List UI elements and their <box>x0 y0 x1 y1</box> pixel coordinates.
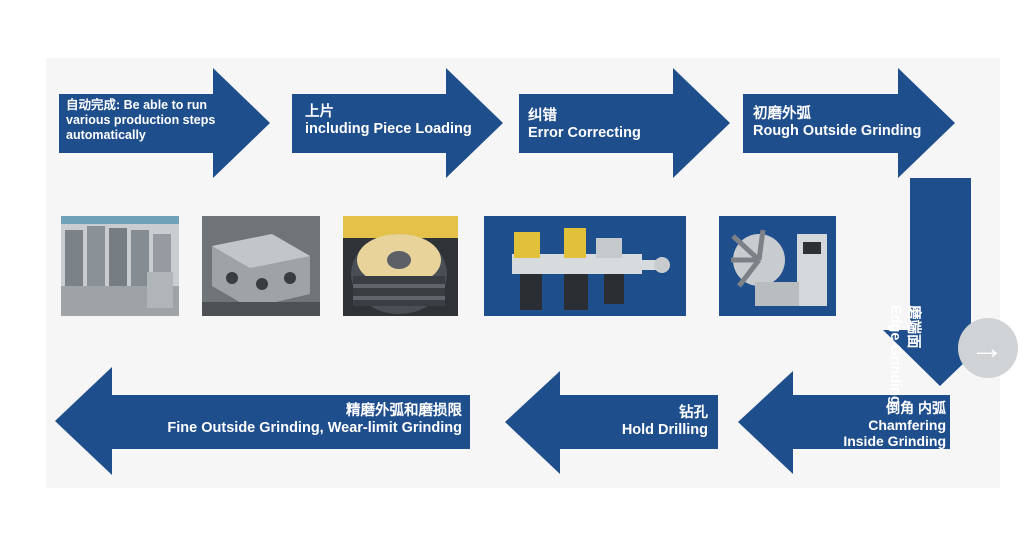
step-rough-en: Rough Outside Grinding <box>753 123 922 140</box>
arrow-rough <box>743 68 955 178</box>
machine-photo-4-graphic <box>484 216 686 316</box>
step-error-label: 纠错 Error Correcting <box>528 108 688 143</box>
machine-photo-2-graphic <box>202 216 320 316</box>
next-arrow-icon: → <box>970 329 1004 367</box>
step-chamfer-cn: 倒角 内弧 <box>886 400 946 416</box>
step-auto-cn: 自动完成: <box>66 98 121 112</box>
arrow-fine <box>55 367 470 475</box>
arrow-loading <box>292 68 503 178</box>
step-chamfer-label: 倒角 内弧 Chamfering Inside Grinding <box>800 400 946 450</box>
machine-photo-1 <box>61 216 179 316</box>
arrow-chamfer <box>738 371 950 474</box>
step-fine-cn: 精磨外弧和磨损限 <box>346 403 462 419</box>
step-auto-label: 自动完成: Be able to run various production … <box>66 98 246 143</box>
machine-photo-4 <box>484 216 686 316</box>
step-rough-cn: 初磨外弧 <box>753 106 811 122</box>
arrow-drill <box>505 371 718 474</box>
step-loading-cn: 上片 <box>305 104 334 120</box>
arrow-error <box>519 68 730 178</box>
step-error-cn: 纠错 <box>528 108 557 124</box>
step-loading-label: 上片 including Piece Loading <box>305 104 505 139</box>
step-loading-en: including Piece Loading <box>305 121 472 138</box>
machine-photo-3-graphic <box>343 216 458 316</box>
step-chamfer-en: Chamfering <box>868 416 946 433</box>
machine-photo-5-graphic <box>719 216 836 316</box>
step-drill-cn: 钻孔 <box>679 405 708 421</box>
machine-photo-1-graphic <box>61 216 179 316</box>
step-chamfer-en2: Inside Grinding <box>843 433 946 450</box>
next-arrow-button[interactable]: → <box>958 318 1018 378</box>
step-rough-label: 初磨外弧 Rough Outside Grinding <box>753 106 953 141</box>
machine-photo-5 <box>719 216 836 316</box>
step-error-en: Error Correcting <box>528 125 641 142</box>
step-fine-en: Fine Outside Grinding, Wear-limit Grindi… <box>167 420 462 437</box>
step-auto-en: Be able to run various production steps … <box>66 98 216 142</box>
step-drill-label: 钻孔 Hold Drilling <box>560 405 708 440</box>
step-fine-label: 精磨外弧和磨损限 Fine Outside Grinding, Wear-lim… <box>120 403 462 438</box>
step-drill-en: Hold Drilling <box>621 422 708 439</box>
machine-photo-2 <box>202 216 320 316</box>
machine-photo-3 <box>343 216 458 316</box>
arrow-auto <box>59 68 270 178</box>
